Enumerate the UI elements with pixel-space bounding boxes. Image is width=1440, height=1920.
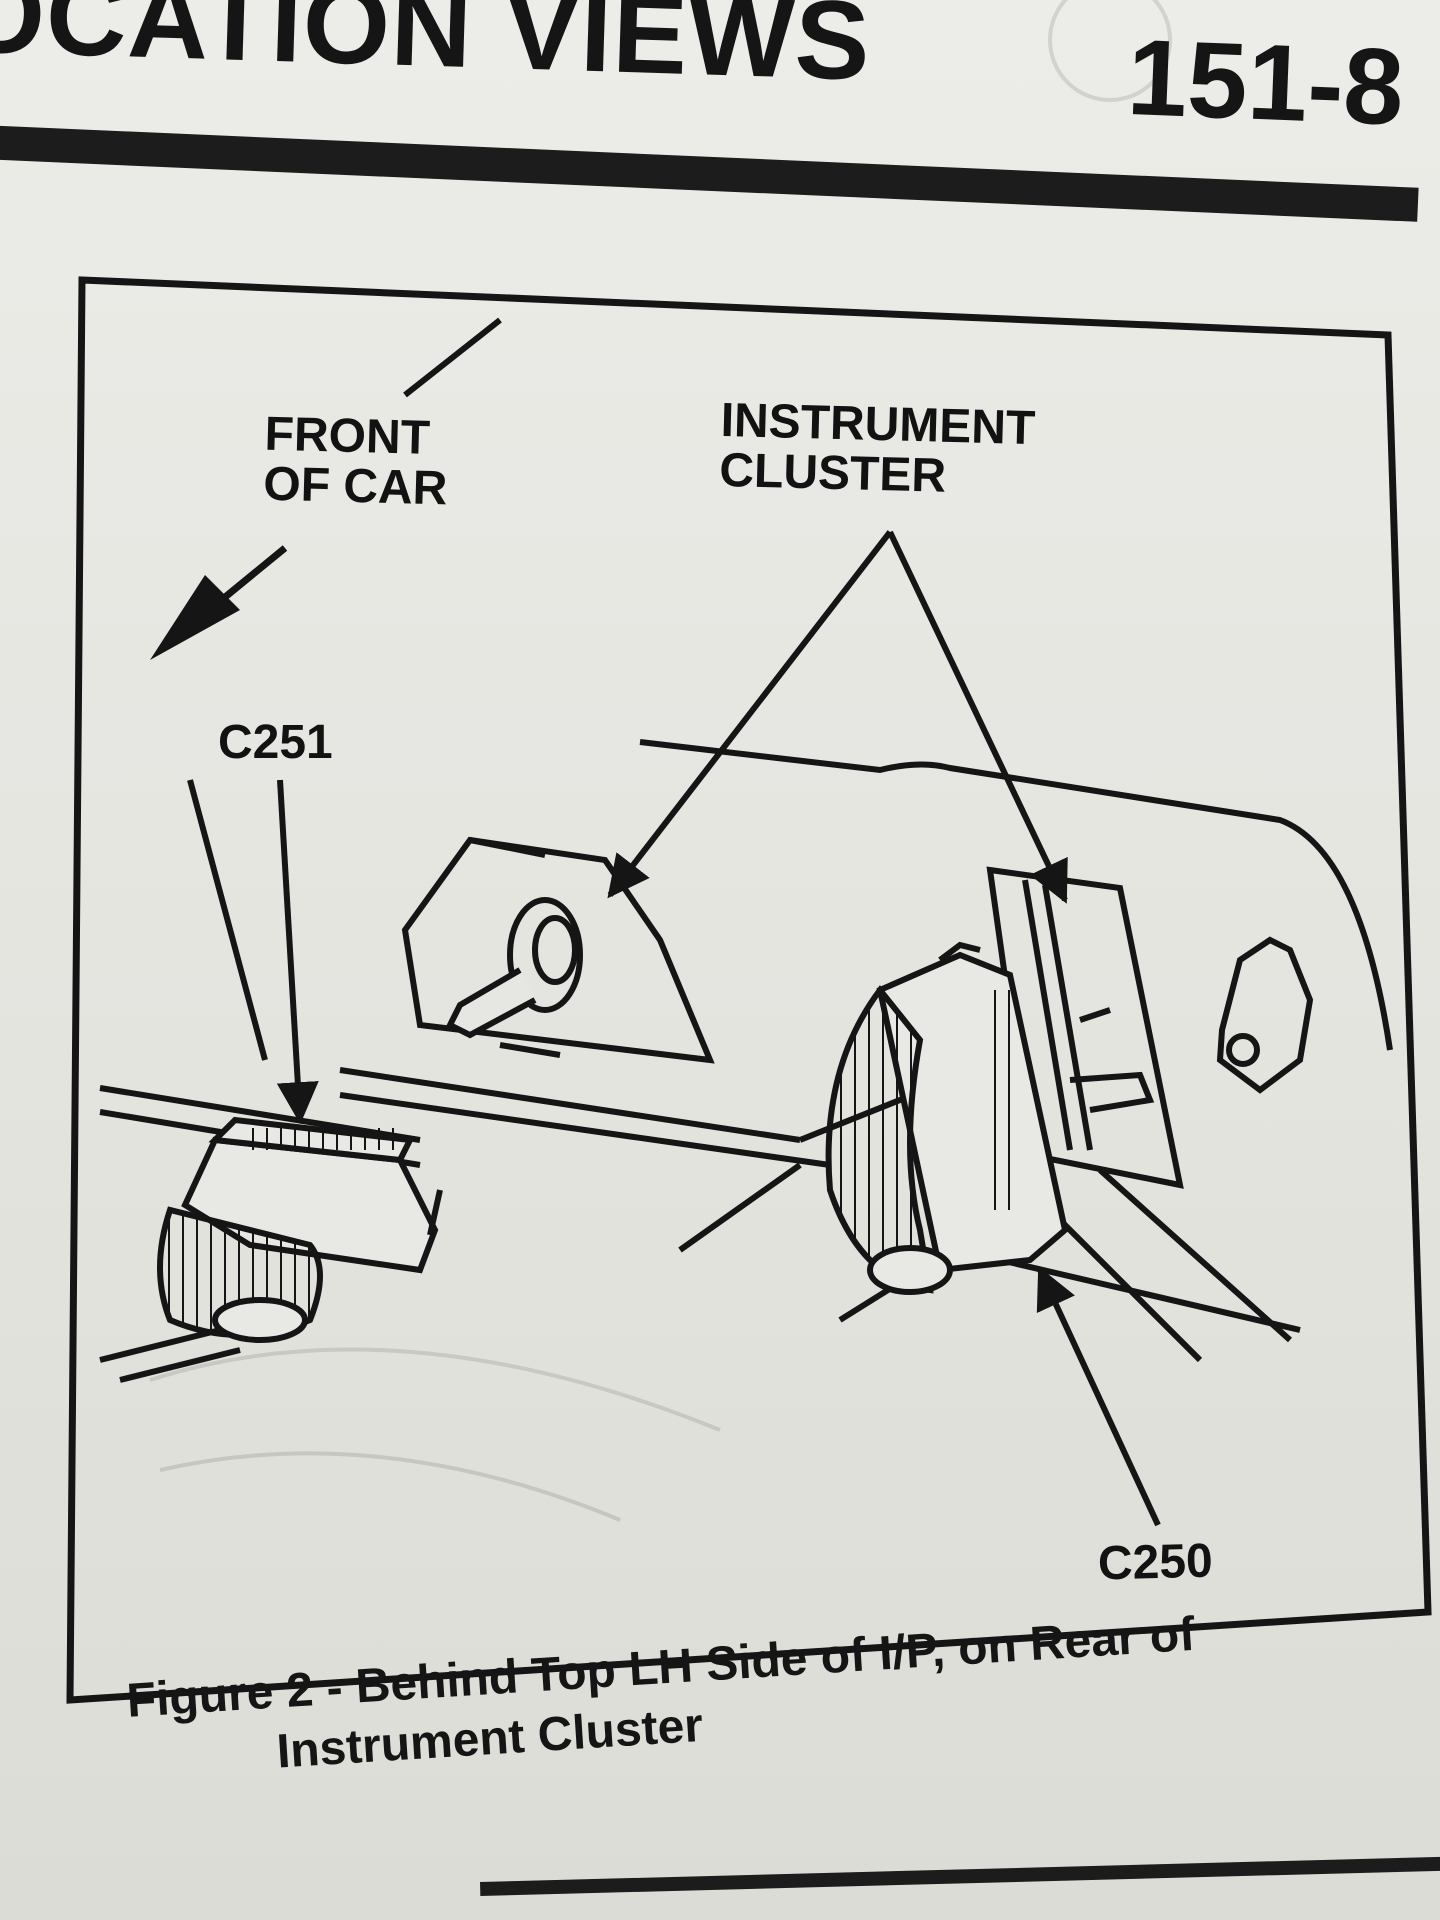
- label-c251: C251: [218, 716, 333, 769]
- label-front-of-car-line1: FRONT: [264, 407, 431, 465]
- mounting-bracket: [1216, 936, 1314, 1094]
- label-front-of-car: FRONT OF CAR: [262, 407, 450, 516]
- c250-leader-arrow: [1036, 1266, 1161, 1527]
- c251-leader-arrow: [276, 779, 319, 1125]
- label-instrument-cluster-line2: CLUSTER: [718, 444, 947, 504]
- cluster-left-housing: [401, 836, 715, 1064]
- label-c250: C250: [1097, 1534, 1214, 1591]
- cluster-leader-arrow-right: [887, 530, 1068, 904]
- leader-arrows: [187, 530, 1161, 1527]
- bleed-through-marks: [149, 0, 1172, 1522]
- front-of-car-arrow: [150, 317, 502, 660]
- c251-connector: [157, 1116, 443, 1343]
- label-instrument-cluster: INSTRUMENT CLUSTER: [718, 394, 1036, 505]
- figure-frame: [66, 276, 1432, 1704]
- cluster-leader-arrow-left: [607, 530, 893, 899]
- c250-connector: [825, 941, 1069, 1295]
- c251-leader-line: [187, 779, 268, 1061]
- label-front-of-car-line2: OF CAR: [262, 457, 449, 516]
